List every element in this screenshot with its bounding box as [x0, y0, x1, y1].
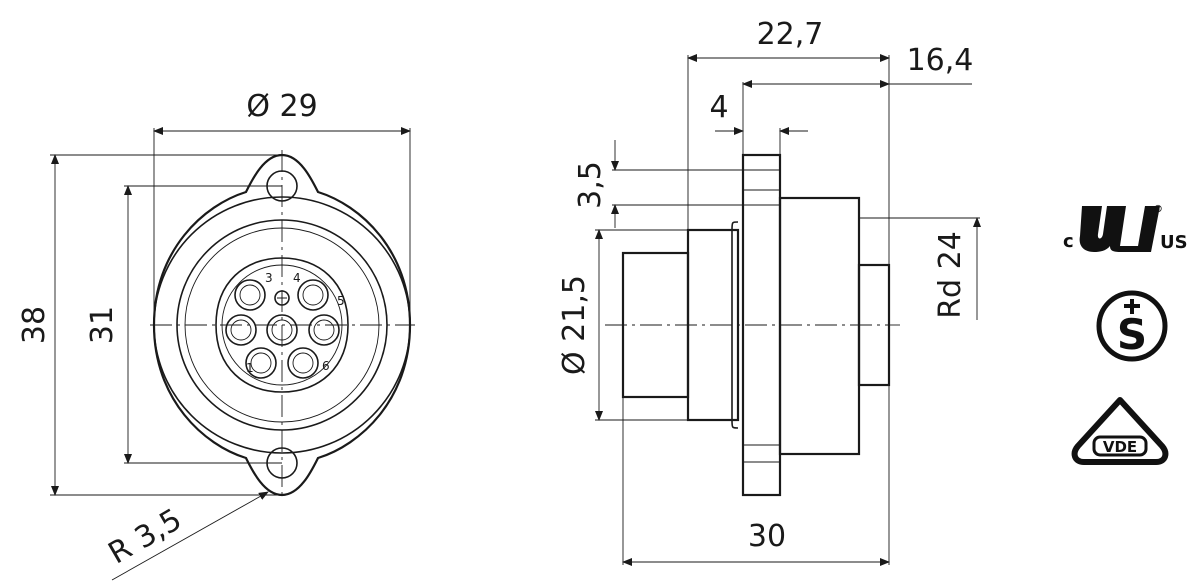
pin	[230, 319, 252, 341]
pin	[292, 352, 314, 374]
side-view: 22,7 16,4 4 3,5 Ø 21,5 Rd 24 30	[557, 17, 981, 566]
vde-triangle-icon	[1071, 397, 1169, 465]
pin	[250, 352, 272, 374]
ul-recognized-mark: c ® US	[1063, 204, 1188, 253]
pin	[245, 347, 277, 379]
dim-line-22-7	[687, 55, 890, 265]
dim-length-label: 30	[748, 519, 786, 554]
dim-line-31	[124, 185, 282, 464]
dim-flange-label: 4	[709, 90, 728, 125]
ul-suffix: US	[1160, 232, 1188, 253]
dim-height-holes-label: 31	[85, 306, 120, 344]
dim-rear-label: 16,4	[907, 43, 974, 78]
pin-number-labels: 1 3 4 5 6	[246, 271, 345, 375]
ul-prefix: c	[1063, 231, 1074, 252]
dim-leader-radius	[111, 491, 269, 581]
pin	[302, 284, 324, 306]
pin	[313, 319, 335, 341]
dim-thread-label: Rd 24	[933, 231, 968, 319]
vde-mark: VDE	[1071, 397, 1169, 465]
semko-mark: S	[1096, 290, 1168, 362]
front-view: 1 3 4 5 6 Ø 29 38 31 R 3,5	[17, 89, 415, 581]
vde-label: VDE	[1103, 438, 1137, 456]
insert-outline	[215, 257, 349, 393]
dim-front-diameter-label: Ø 21,5	[557, 275, 592, 375]
pin-label-3: 3	[265, 271, 273, 285]
dim-line-diameter	[153, 128, 411, 330]
semko-plus-icon	[1124, 299, 1140, 314]
dim-height-outer-label: 38	[17, 306, 52, 344]
pin-label-1: 1	[246, 361, 254, 375]
vde-label-box	[1092, 435, 1148, 457]
pin	[287, 347, 319, 379]
dim-total-depth-label: 22,7	[757, 17, 824, 52]
dim-line-30	[622, 385, 890, 565]
certification-marks: c ® US S VDE	[1063, 204, 1188, 465]
pin	[239, 284, 261, 306]
dim-line-21-5	[595, 229, 688, 421]
rear-body	[778, 196, 861, 456]
pin	[297, 279, 329, 311]
pin	[308, 314, 340, 346]
pin	[225, 314, 257, 346]
dim-line-38	[50, 154, 282, 496]
pin	[234, 279, 266, 311]
semko-mark-letter: S	[1117, 310, 1147, 359]
dim-diameter-label: Ø 29	[246, 89, 317, 124]
ul-registered-symbol: ®	[1153, 204, 1163, 215]
contact-pins	[225, 279, 340, 379]
pin-label-5: 5	[337, 294, 345, 308]
flange-step-lines	[743, 169, 780, 463]
pin-label-4: 4	[293, 271, 301, 285]
dim-line-3-5	[612, 169, 743, 206]
ul-logo-icon	[1079, 206, 1160, 252]
dim-step-label: 3,5	[573, 161, 608, 209]
semko-mark-ring	[1096, 290, 1168, 362]
pin-label-6: 6	[322, 359, 330, 373]
